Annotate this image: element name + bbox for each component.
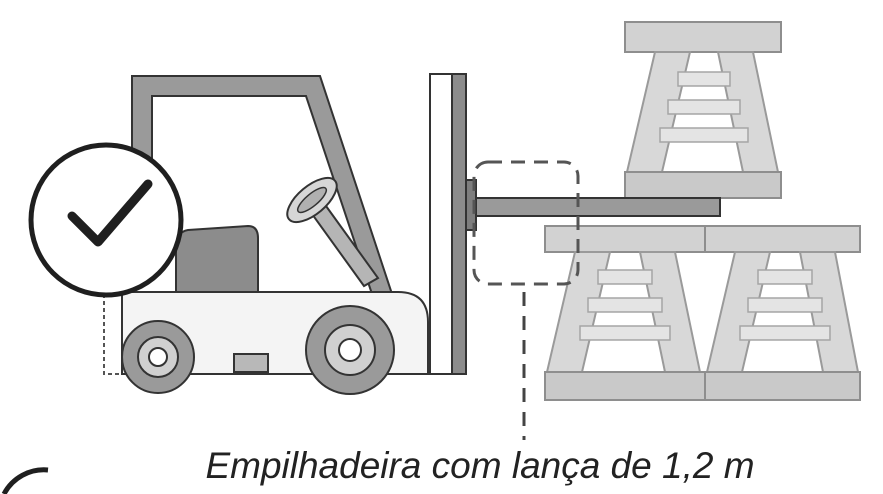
checkmark-circle-icon: [28, 142, 184, 298]
pallet-stack-top: [624, 21, 782, 199]
rear-wheel: [121, 320, 195, 394]
forklift: [103, 73, 721, 395]
fork-length-callout: [472, 160, 580, 440]
partial-circle-icon: [1, 467, 49, 494]
front-wheel: [305, 305, 395, 395]
forklift-caption: Empilhadeira com lança de 1,2 m: [205, 445, 755, 486]
pallet-stack-bottom-right: [704, 225, 861, 401]
pallet-stack-bottom-left: [544, 225, 706, 401]
